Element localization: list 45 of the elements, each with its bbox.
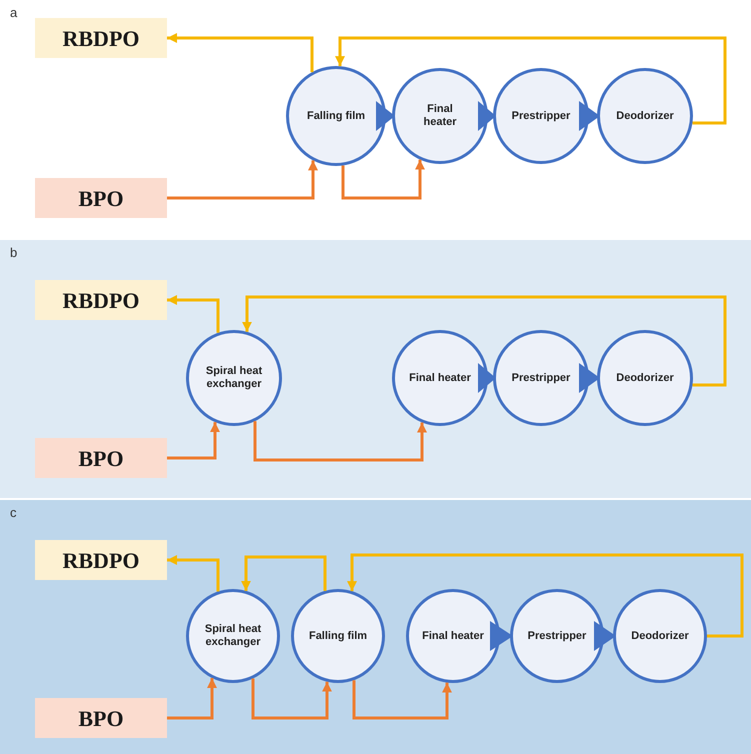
flow-arrow: [167, 295, 220, 333]
flow-arrow: [167, 555, 220, 592]
process-label: Final heater: [421, 630, 485, 642]
process-label: Final heater: [422, 103, 458, 129]
process-label: Prestripper: [510, 372, 572, 384]
flow-arrow: [352, 680, 452, 720]
stream-box: BPO: [35, 178, 167, 218]
process-label: Falling film: [306, 110, 366, 122]
flow-chevron: [376, 101, 395, 131]
panel-background: [0, 500, 751, 754]
panel-letter: b: [10, 244, 18, 262]
process-label: Spiral heat exchanger: [204, 365, 264, 391]
flow-chevron: [579, 101, 600, 131]
stream-box: BPO: [35, 698, 167, 738]
stream-box: RBDPO: [35, 18, 167, 58]
flow-chevron: [594, 621, 616, 651]
flow-arrow: [167, 160, 318, 200]
panel-letter: c: [10, 504, 16, 522]
flow-arrow: [335, 36, 726, 124]
panel-background: [0, 240, 751, 498]
flow-arrow: [342, 160, 425, 200]
panel-letter: a: [10, 4, 18, 22]
flow-chevron: [478, 363, 496, 393]
stream-box: RBDPO: [35, 280, 167, 320]
flow-arrow: [167, 678, 217, 720]
process-label: Spiral heat exchanger: [204, 623, 262, 649]
flow-chevron: [490, 621, 513, 651]
process-label: Prestripper: [510, 110, 572, 122]
process-label: Deodorizer: [615, 110, 675, 122]
stream-box: BPO: [35, 438, 167, 478]
flow-chevron: [579, 363, 600, 393]
process-label: Prestripper: [526, 630, 588, 642]
flow-arrow: [241, 556, 326, 591]
flow-arrow: [242, 296, 726, 386]
stream-box: RBDPO: [35, 540, 167, 580]
process-label: Deodorizer: [630, 630, 690, 642]
flow-arrow: [347, 554, 744, 638]
flow-arrow: [252, 678, 332, 720]
flow-arrow: [167, 33, 314, 72]
flow-chevron: [478, 101, 496, 131]
process-label: Deodorizer: [615, 372, 675, 384]
flow-arrow: [254, 421, 427, 462]
process-label: Final heater: [408, 372, 472, 384]
flow-arrow: [167, 422, 220, 460]
process-label: Falling film: [308, 630, 368, 642]
